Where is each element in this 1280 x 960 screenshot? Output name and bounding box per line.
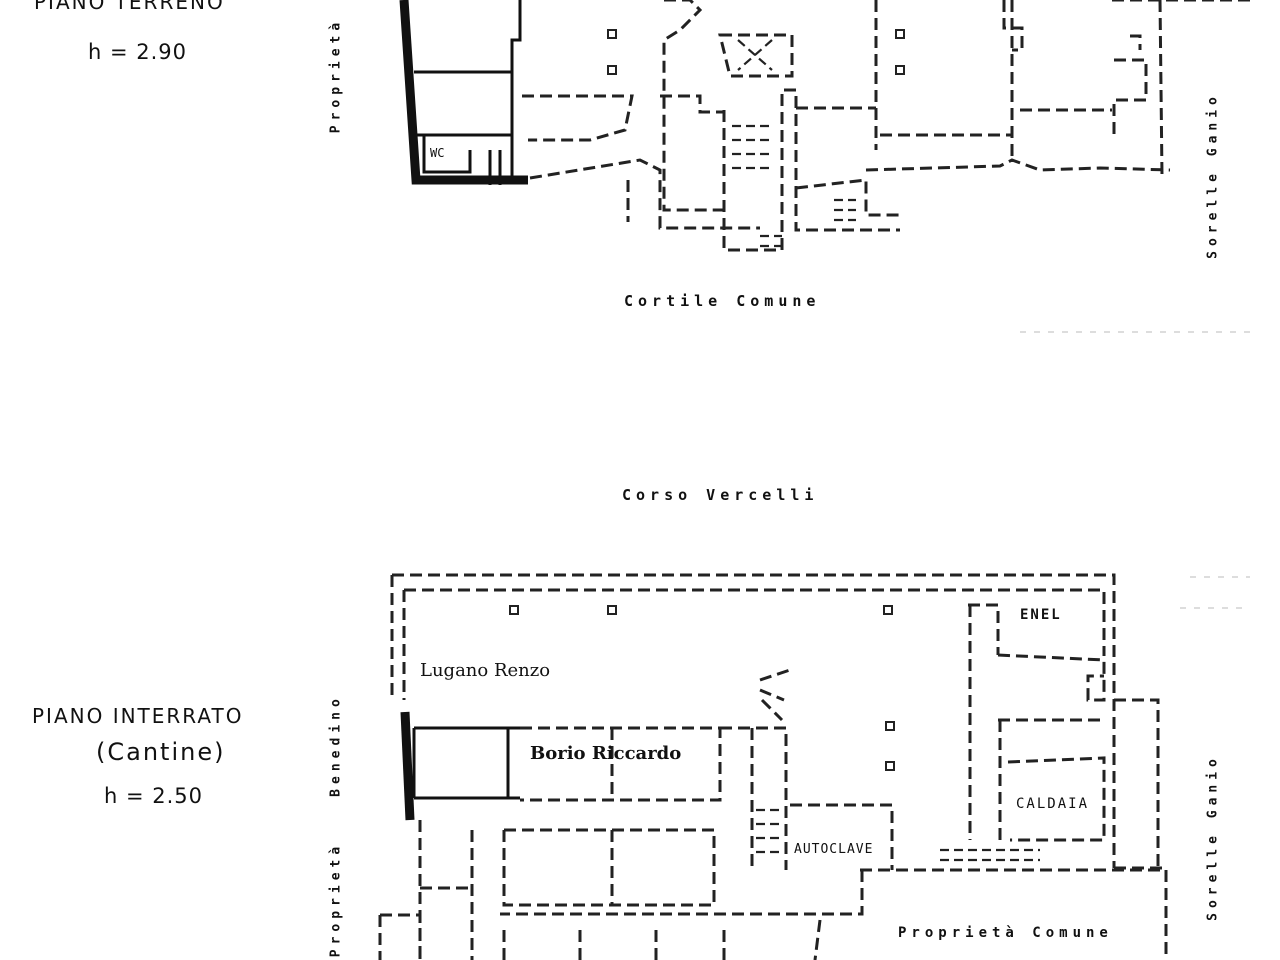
ground-floor-height: h = 2.90 (88, 40, 188, 64)
basement-plan (378, 573, 1168, 960)
street-label: Corso Vercelli (622, 486, 819, 504)
basement-subtitle: (Cantine) (96, 738, 226, 766)
basement-left-side-label-top: Benedino (328, 694, 344, 797)
courtyard-label: Cortile Comune (624, 292, 821, 310)
ground-floor-title: PIANO TERRENO (34, 0, 225, 14)
ground-floor-plan (399, 0, 1250, 252)
basement-title: PIANO INTERRATO (32, 704, 244, 728)
basement-right-side-label: Sorelle Ganio (1205, 754, 1221, 921)
room-autoclave-label: AUTOCLAVE (794, 842, 874, 857)
basement-left-side-label-bottom: Proprietà (328, 841, 344, 958)
room-enel-label: ENEL (1020, 607, 1062, 623)
ground-floor-left-side-label: Proprietà (328, 17, 344, 134)
common-property-label: Proprietà Comune (898, 925, 1113, 941)
owner-borio-label: Borio Riccardo (530, 743, 682, 764)
ground-floor-right-side-label: Sorelle Ganio (1205, 92, 1221, 259)
room-caldaia-label: CALDAIA (1016, 796, 1090, 812)
ground-floor-wc-label: WC (430, 146, 445, 160)
owner-lugano-label: Lugano Renzo (420, 660, 551, 681)
basement-height: h = 2.50 (104, 784, 204, 808)
